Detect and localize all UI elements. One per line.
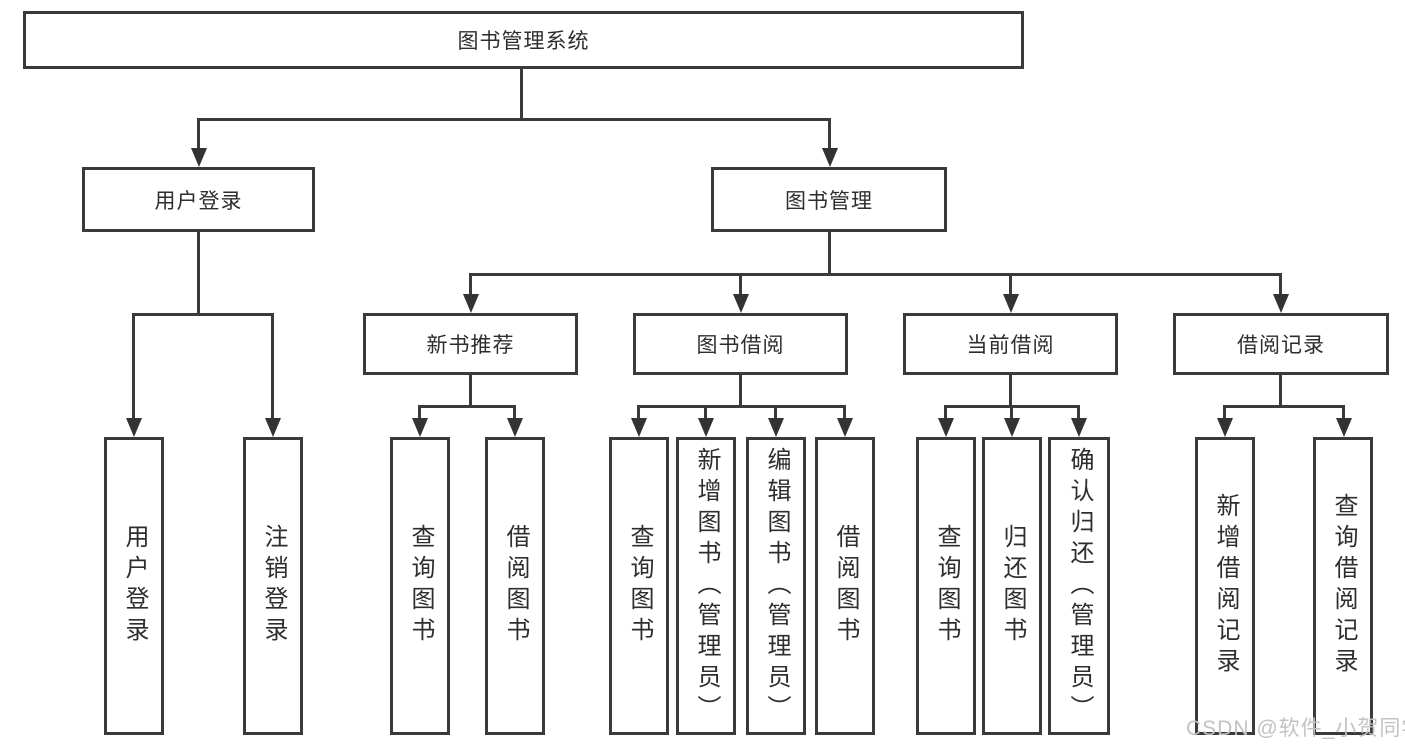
connector-arrowhead xyxy=(507,418,523,437)
connector-arrowhead xyxy=(698,418,714,437)
leaf-borrow-books-borrow-label: 借阅图书 xyxy=(832,524,859,648)
connector-line xyxy=(1279,273,1282,296)
connector-line xyxy=(704,405,707,418)
connector-line xyxy=(469,375,472,405)
node-book-management: 图书管理 xyxy=(711,167,947,232)
connector-line xyxy=(637,405,640,418)
leaf-edit-book-admin-label: 编辑图书（管理员） xyxy=(763,446,790,726)
connector-line xyxy=(513,405,516,418)
connector-line xyxy=(828,118,831,150)
connector-arrowhead xyxy=(265,418,281,437)
node-borrowing-records: 借阅记录 xyxy=(1173,313,1389,375)
leaf-borrow-books-newbook-label: 借阅图书 xyxy=(502,524,529,648)
leaf-add-book-admin: 新增图书（管理员） xyxy=(676,437,736,735)
connector-line xyxy=(197,118,200,150)
connector-line xyxy=(739,273,742,296)
leaf-edit-book-admin: 编辑图书（管理员） xyxy=(746,437,806,735)
connector-line xyxy=(1342,405,1345,418)
leaf-query-borrow-record: 查询借阅记录 xyxy=(1313,437,1373,735)
connector-arrowhead xyxy=(412,418,428,437)
connector-arrowhead xyxy=(463,294,479,313)
connector-line xyxy=(1223,405,1226,418)
connector-arrowhead xyxy=(1003,294,1019,313)
connector-line xyxy=(1010,405,1013,418)
leaf-add-borrow-record-label: 新增借阅记录 xyxy=(1212,493,1239,679)
connector-line xyxy=(828,232,831,273)
connector-line xyxy=(1077,405,1080,418)
connector-arrowhead xyxy=(1004,418,1020,437)
watermark: CSDN @软件_小贺同学 xyxy=(1186,717,1405,740)
connector-line xyxy=(418,405,516,408)
connector-line xyxy=(132,313,135,418)
leaf-query-borrow-record-label: 查询借阅记录 xyxy=(1330,493,1357,679)
connector-line xyxy=(739,375,742,405)
connector-line xyxy=(418,405,421,418)
leaf-logout: 注销登录 xyxy=(243,437,303,735)
connector-line xyxy=(1223,405,1345,408)
connector-line xyxy=(774,405,777,418)
connector-arrowhead xyxy=(631,418,647,437)
node-new-book-recommendation: 新书推荐 xyxy=(363,313,578,375)
connector-arrowhead xyxy=(191,148,207,167)
connector-arrowhead xyxy=(1217,418,1233,437)
leaf-borrow-books-borrow: 借阅图书 xyxy=(815,437,875,735)
leaf-user-login: 用户登录 xyxy=(104,437,164,735)
leaf-query-books-borrow-label: 查询图书 xyxy=(626,524,653,648)
node-book-borrowing: 图书借阅 xyxy=(633,313,848,375)
connector-line xyxy=(944,405,947,418)
leaf-query-books-newbook-label: 查询图书 xyxy=(407,524,434,648)
connector-arrowhead xyxy=(1336,418,1352,437)
leaf-return-books-label: 归还图书 xyxy=(999,524,1026,648)
leaf-query-books-newbook: 查询图书 xyxy=(390,437,450,735)
connector-line xyxy=(132,313,273,316)
connector-line xyxy=(1009,273,1012,296)
leaf-return-books: 归还图书 xyxy=(982,437,1042,735)
node-library-management-system: 图书管理系统 xyxy=(23,11,1024,69)
leaf-add-borrow-record: 新增借阅记录 xyxy=(1195,437,1255,735)
connector-line xyxy=(469,273,1282,276)
leaf-query-books-current: 查询图书 xyxy=(916,437,976,735)
connector-arrowhead xyxy=(822,148,838,167)
connector-line xyxy=(271,313,274,418)
connector-line xyxy=(843,405,846,418)
connector-arrowhead xyxy=(1273,294,1289,313)
connector-arrowhead xyxy=(1071,418,1087,437)
leaf-query-books-borrow: 查询图书 xyxy=(609,437,669,735)
connector-arrowhead xyxy=(837,418,853,437)
connector-line xyxy=(637,405,846,408)
connector-arrowhead xyxy=(938,418,954,437)
leaf-add-book-admin-label: 新增图书（管理员） xyxy=(693,446,720,726)
leaf-confirm-return-admin-label: 确认归还（管理员） xyxy=(1066,446,1093,726)
node-current-borrowing: 当前借阅 xyxy=(903,313,1118,375)
leaf-confirm-return-admin: 确认归还（管理员） xyxy=(1048,437,1110,735)
connector-line xyxy=(197,232,200,313)
leaf-borrow-books-newbook: 借阅图书 xyxy=(485,437,545,735)
connector-arrowhead xyxy=(733,294,749,313)
connector-line xyxy=(197,118,831,121)
leaf-user-login-label: 用户登录 xyxy=(121,524,148,648)
leaf-query-books-current-label: 查询图书 xyxy=(933,524,960,648)
connector-line xyxy=(1009,375,1012,405)
connector-arrowhead xyxy=(126,418,142,437)
leaf-logout-label: 注销登录 xyxy=(260,524,287,648)
connector-line xyxy=(520,69,523,118)
connector-arrowhead xyxy=(768,418,784,437)
connector-line xyxy=(1279,375,1282,405)
node-user-login: 用户登录 xyxy=(82,167,315,232)
connector-line xyxy=(469,273,472,296)
